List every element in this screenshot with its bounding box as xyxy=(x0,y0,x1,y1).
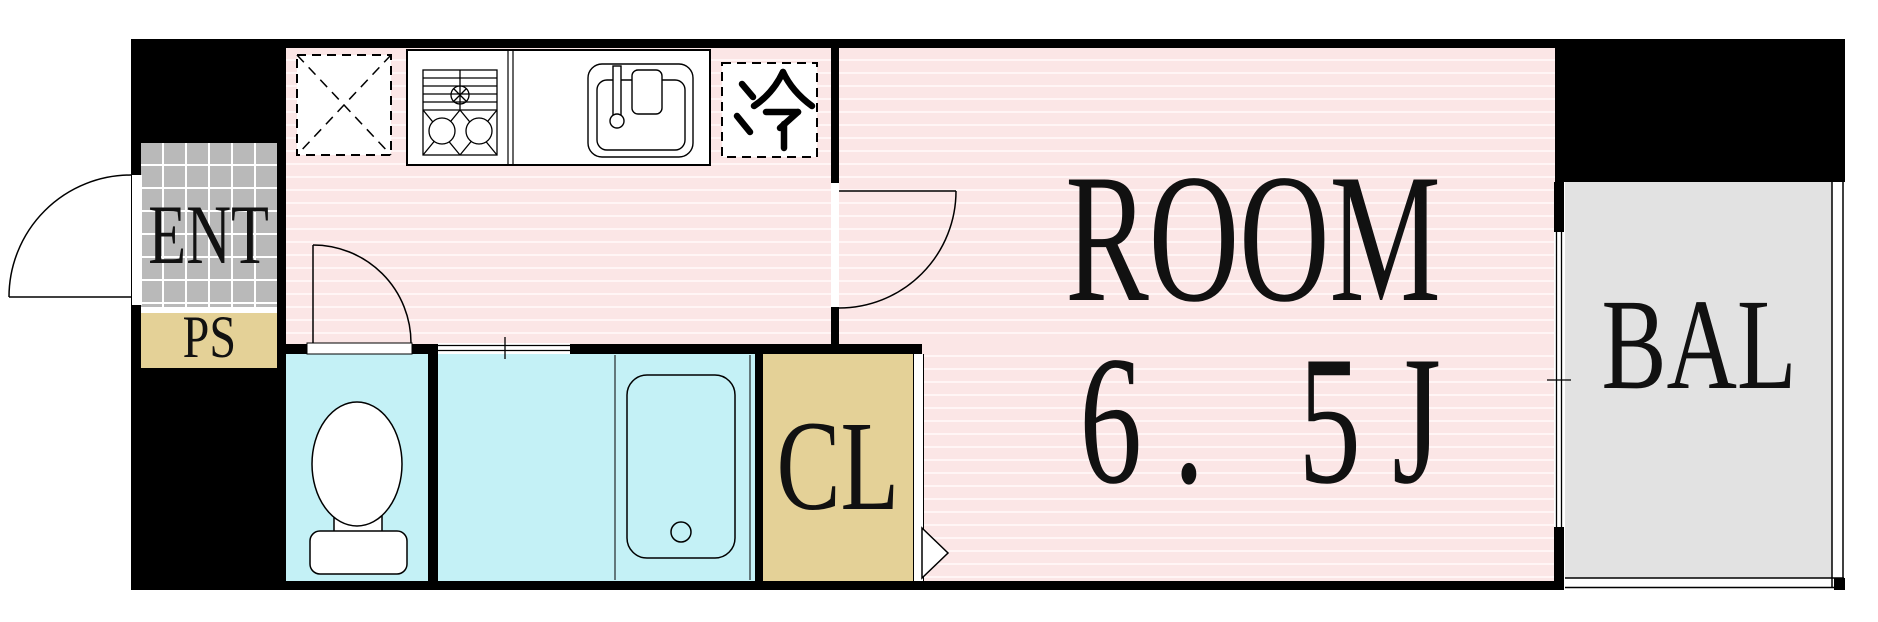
wall-band-toilet-left xyxy=(286,344,307,354)
main-room-floor-lower xyxy=(922,344,1555,581)
kitchen-counter-icon xyxy=(406,49,711,166)
kitchen-sink-icon xyxy=(587,63,694,158)
bath-sliding-door-icon xyxy=(438,337,570,359)
room-door-icon xyxy=(838,190,957,309)
wall-kitchen-room-upper xyxy=(831,48,839,183)
wall-toilet-bath xyxy=(428,353,438,581)
wall-bottom-left-block xyxy=(131,368,285,590)
wall-balcony-top-block xyxy=(1555,39,1845,182)
balcony-railing-icon xyxy=(1565,182,1845,590)
wall-window-lower xyxy=(1554,527,1564,590)
room-doorway xyxy=(831,183,839,307)
wall-window-upper xyxy=(1554,182,1564,232)
wall-entrance-top-block xyxy=(131,39,286,143)
wall-kitchen-room-lower xyxy=(831,307,839,354)
toilet-door-icon xyxy=(306,244,413,355)
wall-band-bath-closet xyxy=(570,344,922,354)
toilet-icon xyxy=(309,401,408,575)
wall-bottom xyxy=(131,581,1563,590)
bathtub-icon xyxy=(614,355,751,580)
entrance-doorway xyxy=(131,175,142,305)
main-room-floor-upper xyxy=(839,48,1555,344)
kanji-rei-glyph-icon xyxy=(733,68,816,152)
washing-machine-space-icon xyxy=(296,54,392,156)
bathroom-floor xyxy=(438,354,755,581)
closet-door-wedge-icon xyxy=(921,526,950,580)
wall-entrance-right xyxy=(277,143,286,590)
wall-top xyxy=(131,39,1555,48)
gas-stove-icon xyxy=(422,69,498,156)
wall-band-toilet-right xyxy=(412,344,438,354)
pipe-space-box xyxy=(141,313,278,368)
entrance-door-icon xyxy=(8,174,132,298)
entrance-floor xyxy=(141,143,277,307)
closet-box xyxy=(763,354,913,581)
balcony-window-icon xyxy=(1547,232,1571,527)
closet-doorway xyxy=(913,354,924,581)
refrigerator-space-icon xyxy=(721,62,818,158)
balcony-floor xyxy=(1565,182,1832,578)
wall-bath-closet xyxy=(755,354,763,581)
